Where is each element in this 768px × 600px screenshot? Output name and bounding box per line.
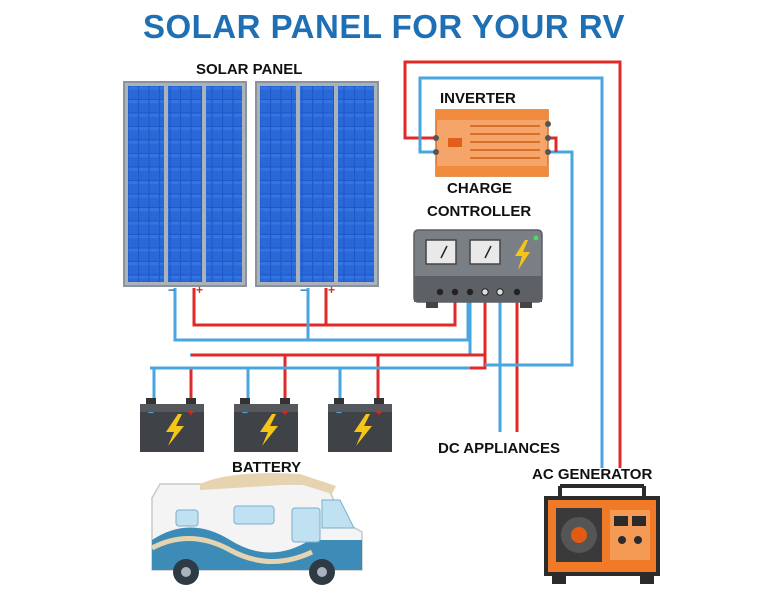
rv-illustration <box>150 473 363 585</box>
charge-controller <box>413 229 543 308</box>
panel2-positive-sign: + <box>328 283 335 297</box>
label-battery: BATTERY <box>232 459 302 476</box>
battery-1: − + <box>140 398 204 452</box>
panel2-negative-sign: − <box>300 283 307 297</box>
label-charge-controller-line2: CONTROLLER <box>427 203 532 220</box>
wire-battery-bus-negative <box>150 298 487 370</box>
inverter <box>433 109 551 177</box>
battery-3: − + <box>328 398 392 452</box>
wires <box>150 60 622 468</box>
battery-2-bolt-icon <box>260 414 278 446</box>
wire-generator-negative <box>418 76 604 468</box>
page-title: SOLAR PANEL FOR YOUR RV <box>142 8 626 45</box>
wire-panel1-negative <box>173 288 470 342</box>
svg-text:+: + <box>376 408 382 419</box>
ac-generator <box>544 484 660 584</box>
controller-bolt-icon <box>515 240 530 270</box>
label-ac-generator: AC GENERATOR <box>532 466 653 483</box>
battery-2: − + <box>234 398 298 452</box>
solar-panel-1 <box>123 81 247 287</box>
solar-panel-2 <box>255 81 379 287</box>
label-charge-controller-line1: CHARGE <box>447 180 513 197</box>
label-solar-panel: SOLAR PANEL <box>196 61 303 78</box>
svg-text:−: − <box>242 408 248 419</box>
label-inverter: INVERTER <box>440 90 516 107</box>
panel1-negative-sign: − <box>168 283 175 297</box>
wire-generator-positive <box>403 60 622 468</box>
label-dc-appliances: DC APPLIANCES <box>438 440 560 457</box>
panel1-positive-sign: + <box>196 283 203 297</box>
wire-inverter-negative <box>485 150 574 367</box>
svg-text:+: + <box>188 408 194 419</box>
battery-3-bolt-icon <box>354 414 372 446</box>
battery-1-bolt-icon <box>166 414 184 446</box>
svg-text:+: + <box>282 408 288 419</box>
svg-text:−: − <box>336 408 342 419</box>
svg-text:−: − <box>148 408 154 419</box>
